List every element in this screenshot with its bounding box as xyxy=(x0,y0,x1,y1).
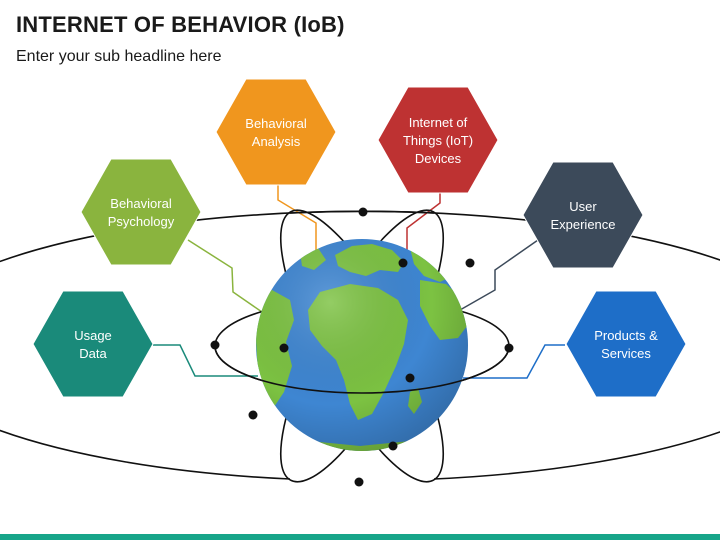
hex-iot-devices: Internet of Things (IoT) Devices xyxy=(377,86,499,194)
hex-label-line: Usage xyxy=(74,328,112,343)
connector-user-experience xyxy=(459,239,539,311)
hex-label-line: Behavioral xyxy=(110,196,172,211)
hex-label-line: Behavioral xyxy=(245,116,307,131)
orbit-node xyxy=(210,340,220,350)
hexagon-shape xyxy=(80,158,202,266)
hex-label: Products & Services xyxy=(594,328,658,361)
page-subtitle: Enter your sub headline here xyxy=(16,48,222,65)
hex-label-line: Devices xyxy=(415,151,462,166)
orbits-front xyxy=(0,210,720,480)
orbit-node xyxy=(248,410,258,420)
hex-label-line: Services xyxy=(601,346,651,361)
connector-usage-data xyxy=(153,344,258,377)
connector-behavioral-analysis xyxy=(277,184,317,253)
footer-accent-bar xyxy=(0,534,720,540)
connector-products-services xyxy=(463,344,565,379)
hex-label-line: Products & xyxy=(594,328,658,343)
page-title: INTERNET OF BEHAVIOR (IoB) xyxy=(16,12,345,37)
hex-label: Internet of Things (IoT) Devices xyxy=(403,115,473,166)
orbit-node xyxy=(465,258,475,268)
orbit-node xyxy=(358,207,368,217)
hexagon-shape xyxy=(32,290,154,398)
hexagon-shape xyxy=(377,86,499,194)
orbit-node xyxy=(398,258,408,268)
hex-label-line: User xyxy=(569,199,597,214)
orbit-node xyxy=(504,343,514,353)
hex-label-line: Psychology xyxy=(108,214,175,229)
orbit-node xyxy=(279,343,289,353)
hexagon-shape xyxy=(522,161,644,269)
hex-label-line: Experience xyxy=(550,217,615,232)
orbit-node xyxy=(388,441,398,451)
hex-products-services: Products & Services xyxy=(565,290,687,398)
hex-label-line: Data xyxy=(79,346,107,361)
orbit-nodes xyxy=(210,207,514,487)
orbit-node xyxy=(354,477,364,487)
hex-label-line: Internet of xyxy=(409,115,468,130)
connector-iot-devices xyxy=(406,192,441,260)
orbit-node xyxy=(405,373,415,383)
hexagon-shape xyxy=(215,78,337,186)
connector-lines xyxy=(153,184,565,379)
hex-label-line: Analysis xyxy=(252,134,301,149)
hex-label-line: Things (IoT) xyxy=(403,133,473,148)
globe xyxy=(256,239,468,451)
hexagon-shape xyxy=(565,290,687,398)
connector-behavioral-psychology xyxy=(187,239,263,313)
